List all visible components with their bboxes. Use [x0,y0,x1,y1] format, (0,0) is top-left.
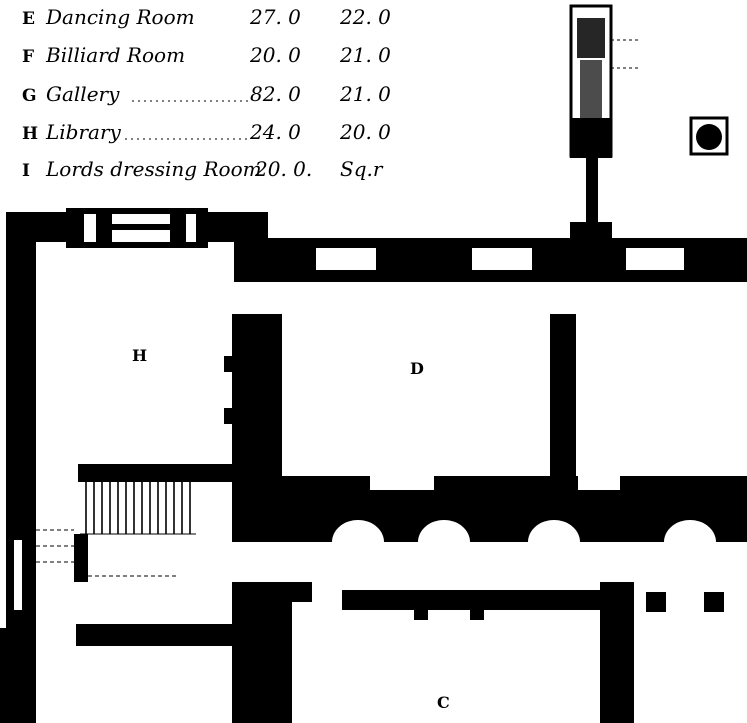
legend-key: E [22,9,35,29]
legend: E Dancing Room 27. 0 22. 0 F Billiard Ro… [22,5,391,181]
legend-key: I [22,161,30,181]
legend-dimension-length: 27. 0 [249,5,301,29]
bay-window-pane [112,230,170,242]
flue-stipple [580,60,602,122]
wall-jamb [224,408,234,424]
window-opening [316,248,376,270]
room-c-west-return [232,582,312,602]
legend-dimension-width: 22. 0 [339,5,391,29]
legend-dimension-length: 24. 0 [249,120,301,144]
pier [646,592,666,612]
niche [528,520,580,542]
legend-row-g: G Gallery 82. 0 21. 0 [22,82,391,106]
legend-dimension-length: 82. 0 [250,82,301,106]
legend-row-i: I Lords dressing Room 20. 0. Sq.r [22,157,384,181]
niche [332,520,384,542]
wall-jamb [224,356,234,372]
room-c-west-wall [232,582,292,723]
wall-recess [578,476,620,490]
niche [418,520,470,542]
stair-newel [74,534,88,582]
legend-room-name: Dancing Room [45,5,195,29]
legend-dimension-width: Sq.r [340,157,384,181]
legend-dimension-length: 20. 0. [254,157,312,181]
window-opening [626,248,684,270]
wall-jamb [414,602,428,620]
flue-base [570,118,612,158]
legend-room-name: Gallery [46,82,120,106]
pier [704,592,724,612]
chimney-flue [569,4,640,240]
legend-key: G [22,86,37,106]
room-label-c: C [437,693,450,712]
legend-dimension-width: 20. 0 [339,120,391,144]
room-c-north-wall [342,590,604,610]
legend-room-name: Library [45,120,122,144]
west-window [14,540,22,610]
room-label-d: D [410,359,424,378]
bay-window-pane [112,214,170,224]
wall-recess [370,476,434,490]
legend-key: H [22,124,38,144]
corridor-north-wall [234,476,747,542]
room-label-h: H [132,346,147,365]
flue-stipple [577,18,605,58]
staircase [80,482,196,535]
stair-north-wall [78,464,238,482]
niche [664,520,716,542]
flue-stem [586,156,598,228]
stair-south-wall [76,624,236,646]
wall-jamb [470,602,484,620]
window-opening [472,248,532,270]
bay-window-pane [186,214,196,242]
bay-window-pane [84,214,96,242]
stair-landing-lines [36,529,176,577]
legend-room-name: Lords dressing Room [45,157,262,181]
legend-row-h: H Library 24. 0 20. 0 [22,120,391,144]
legend-dimension-length: 20. 0 [249,43,301,67]
legend-row-e: E Dancing Room 27. 0 22. 0 [22,5,391,29]
bay-window [66,208,208,248]
flue-foot [570,222,612,240]
legend-room-name: Billiard Room [45,43,185,67]
room-d-partition [550,314,576,482]
legend-dimension-width: 21. 0 [339,43,391,67]
column-shaft [696,124,722,150]
legend-dimension-width: 21. 0 [339,82,391,106]
column-base [689,116,729,156]
room-c-east-wall [600,582,634,723]
legend-row-f: F Billiard Room 20. 0 21. 0 [22,43,391,67]
legend-key: F [22,47,34,67]
west-buttress [0,628,14,723]
